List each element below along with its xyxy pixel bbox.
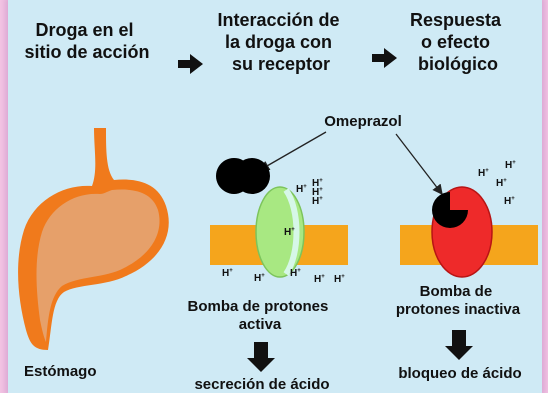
right-arrow-icon bbox=[372, 48, 397, 68]
secretion-label: secreción de ácido bbox=[194, 376, 329, 393]
svg-text:H+: H+ bbox=[505, 160, 516, 171]
down-arrow-icon bbox=[445, 330, 473, 360]
right-arrow-icon bbox=[178, 54, 203, 74]
svg-text:H+: H+ bbox=[312, 187, 323, 198]
diagram-canvas: Droga en el sitio de acción Interacción … bbox=[8, 0, 542, 393]
bound-drug-molecule-icon bbox=[432, 192, 468, 228]
svg-text:H+: H+ bbox=[496, 178, 507, 189]
svg-text:H+: H+ bbox=[296, 184, 307, 195]
svg-text:H+: H+ bbox=[314, 274, 325, 285]
active-pump-label: Bomba de protones activa bbox=[187, 298, 332, 333]
header-step-1: Droga en el sitio de acción bbox=[24, 20, 149, 62]
down-arrow-icon bbox=[247, 342, 275, 372]
active-proton-pump bbox=[255, 186, 305, 278]
svg-text:H+: H+ bbox=[478, 168, 489, 179]
svg-text:H+: H+ bbox=[504, 196, 515, 207]
pointer-arrow-inactive bbox=[395, 133, 443, 196]
svg-text:H+: H+ bbox=[312, 178, 323, 189]
pointer-arrow-active bbox=[258, 131, 327, 171]
stomach-illustration bbox=[18, 128, 169, 350]
svg-text:H+: H+ bbox=[254, 273, 265, 284]
proton-markers-inactive: H+ H+ H+ H+ bbox=[478, 160, 516, 207]
svg-text:H+: H+ bbox=[284, 227, 295, 238]
stomach-label: Estómago bbox=[24, 363, 97, 380]
header-step-3: Respuesta o efecto biológico bbox=[410, 10, 506, 74]
inactive-pump-label: Bomba de protones inactiva bbox=[396, 283, 521, 318]
header-step-2: Interacción de la droga con su receptor bbox=[217, 10, 344, 74]
svg-text:H+: H+ bbox=[222, 268, 233, 279]
svg-text:H+: H+ bbox=[312, 196, 323, 207]
svg-text:H+: H+ bbox=[334, 274, 345, 285]
diagram-svg: Droga en el sitio de acción Interacción … bbox=[18, 10, 538, 393]
block-label: bloqueo de ácido bbox=[398, 365, 521, 382]
drug-molecule-shape bbox=[234, 158, 270, 194]
svg-text:H+: H+ bbox=[290, 268, 301, 279]
proton-markers-active: H+ H+ H+ H+ H+ H+ H+ H+ H+ H+ bbox=[222, 178, 345, 285]
drug-label: Omeprazol bbox=[324, 113, 402, 130]
